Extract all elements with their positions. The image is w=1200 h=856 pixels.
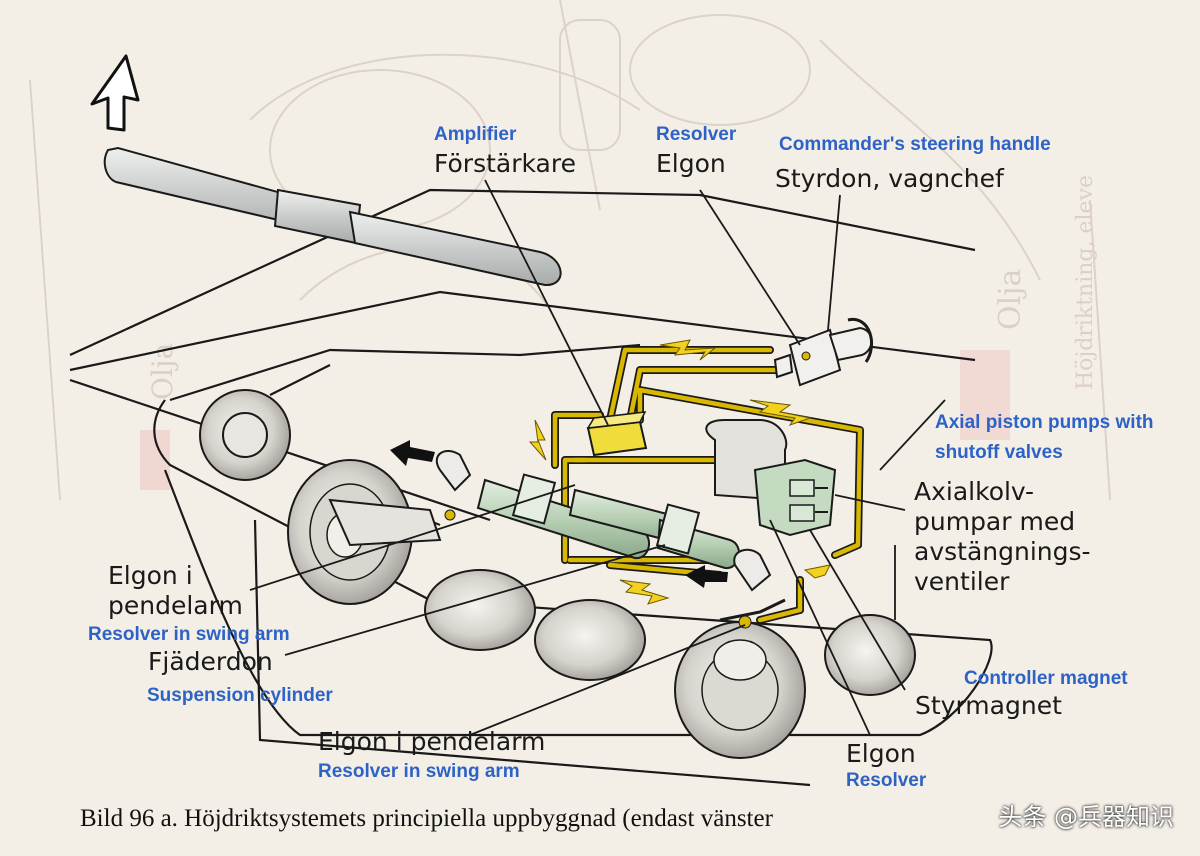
pumps-label-en-2: shutoff valves [935,442,1063,463]
pumps-label-sv-3: avstängnings- [914,537,1091,566]
pumps-label-en-1: Axial piston pumps with [935,412,1154,433]
pump-assembly [705,419,837,537]
controller-magnet-label-en: Controller magnet [964,668,1128,689]
steering-handle [773,318,874,387]
pumps-label-sv-1: Axialkolv- [914,477,1035,506]
leader-lines [249,179,946,736]
watermark: 头条 @兵器知识 [998,803,1174,831]
amplifier-box [586,411,648,457]
resolver-top-label-en: Resolver [656,124,737,145]
fjaderdon-label-sv: Fjäderdon [148,647,273,676]
elgon-bottom-label-en: Resolver [846,770,927,791]
elgon-left-label-sv-1: Elgon i [108,561,193,590]
controller-magnet-label-sv: Styrmagnet [915,691,1062,720]
elgon-bottom-label-sv: Elgon [846,739,916,768]
suspension-cylinders [435,450,786,629]
elgon-left-label-sv-2: pendelarm [108,591,243,620]
gun-barrel [103,146,562,287]
signal-arrows [528,339,831,605]
figure-caption: Bild 96 a. Höjdriktsystemets principiell… [80,805,773,832]
elgon-mid-label-sv: Elgon i pendelarm [318,727,546,756]
elgon-left-label-en: Resolver in swing arm [88,624,290,645]
elgon-mid-label-en: Resolver in swing arm [318,761,520,782]
bg-text-hojdriktning: Höjdriktning, eleve [1073,175,1098,390]
pumps-label-sv-4: ventiler [914,567,1010,596]
bg-text-olja-right: Olja [993,269,1028,330]
resolver-top-label-sv: Elgon [656,149,726,178]
amplifier-label-sv: Förstärkare [434,149,576,178]
flow-arrows [390,440,728,588]
commander-handle-label-en: Commander's steering handle [779,134,1051,155]
fjaderdon-label-en: Suspension cylinder [147,685,333,706]
amplifier-label-en: Amplifier [434,124,517,145]
up-arrow-icon [90,54,140,132]
pumps-label-sv-2: pumpar med [914,507,1076,536]
commander-handle-label-sv: Styrdon, vagnchef [775,164,1004,193]
